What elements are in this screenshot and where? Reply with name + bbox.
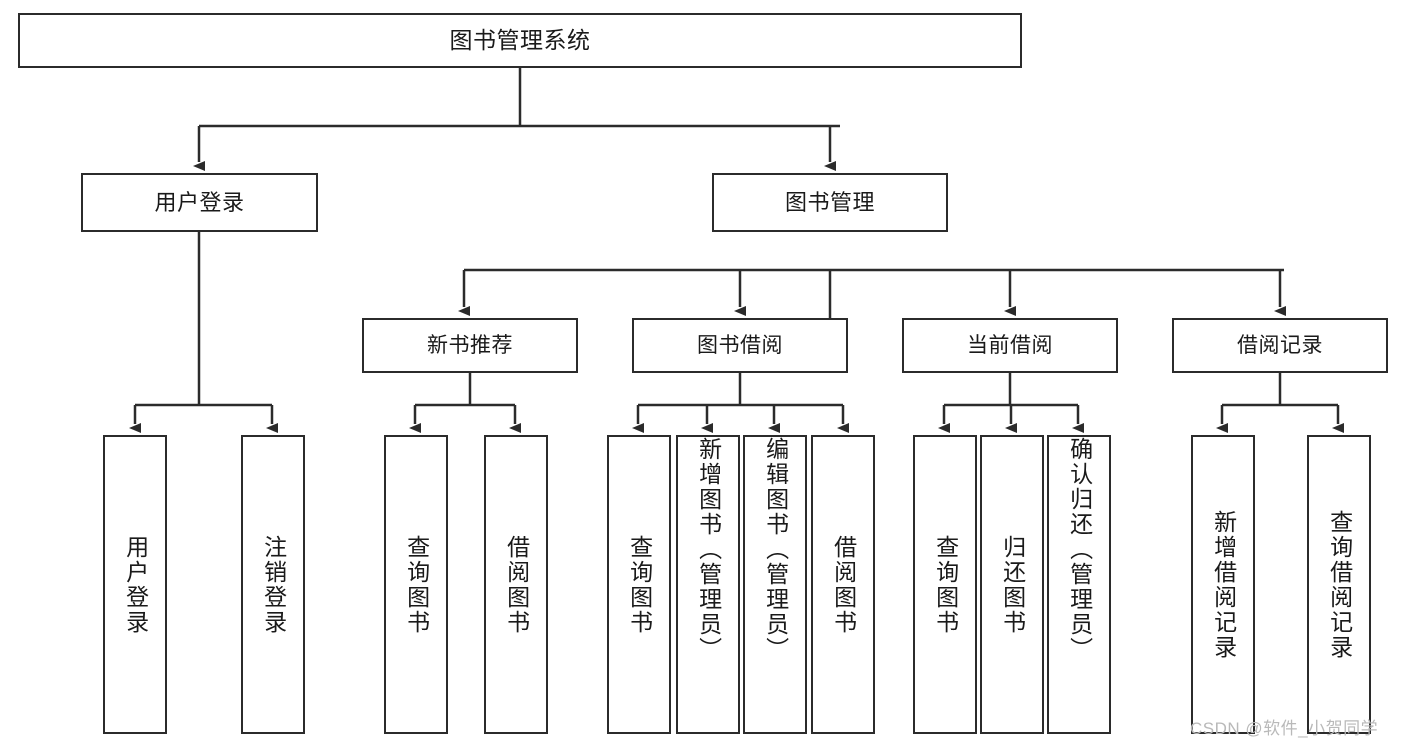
node-label: 当前借阅: [967, 334, 1053, 357]
node-new-book-recommend[interactable]: 新书推荐: [362, 318, 578, 373]
leaf-borrow-record-add-record[interactable]: 新增借阅记录: [1191, 435, 1255, 734]
node-current-borrow[interactable]: 当前借阅: [902, 318, 1118, 373]
leaf-current-borrow-query-book[interactable]: 查询图书: [913, 435, 977, 734]
node-borrow-record[interactable]: 借阅记录: [1172, 318, 1388, 373]
node-root-book-management-system[interactable]: 图书管理系统: [18, 13, 1022, 68]
node-label: 新增借阅记录: [1210, 509, 1237, 660]
node-label: 确认归还（管理员）: [1066, 437, 1093, 662]
leaf-book-borrow-edit-book-admin[interactable]: 编辑图书（管理员）: [743, 435, 807, 734]
node-label: 查询借阅记录: [1326, 509, 1353, 660]
node-label: 查询图书: [403, 534, 430, 635]
leaf-book-borrow-borrow-book[interactable]: 借阅图书: [811, 435, 875, 734]
leaf-current-borrow-confirm-return-admin[interactable]: 确认归还（管理员）: [1047, 435, 1111, 734]
node-label: 新书推荐: [427, 334, 513, 357]
node-book-borrow[interactable]: 图书借阅: [632, 318, 848, 373]
node-label: 新增图书（管理员）: [695, 437, 722, 662]
node-book-management[interactable]: 图书管理: [712, 173, 948, 232]
node-label: 图书管理: [784, 189, 875, 215]
leaf-new-book-borrow-book[interactable]: 借阅图书: [484, 435, 548, 734]
node-label: 编辑图书（管理员）: [762, 437, 789, 662]
csdn-watermark: CSDN @软件_小贺同学: [1190, 719, 1379, 738]
leaf-new-book-query-book[interactable]: 查询图书: [384, 435, 448, 734]
node-label: 图书管理系统: [449, 27, 591, 53]
leaf-user-login-login[interactable]: 用户登录: [103, 435, 167, 734]
node-label: 用户登录: [122, 534, 149, 635]
node-label: 归还图书: [999, 534, 1026, 635]
leaf-book-borrow-query-book[interactable]: 查询图书: [607, 435, 671, 734]
node-label: 注销登录: [260, 534, 287, 635]
leaf-current-borrow-return-book[interactable]: 归还图书: [980, 435, 1044, 734]
node-label: 借阅记录: [1237, 334, 1323, 357]
node-label: 图书借阅: [697, 334, 783, 357]
node-label: 借阅图书: [830, 534, 857, 635]
node-label: 借阅图书: [503, 534, 530, 635]
node-user-login[interactable]: 用户登录: [81, 173, 318, 232]
node-label: 用户登录: [154, 189, 245, 215]
node-label: 查询图书: [626, 534, 653, 635]
leaf-book-borrow-add-book-admin[interactable]: 新增图书（管理员）: [676, 435, 740, 734]
node-label: 查询图书: [932, 534, 959, 635]
leaf-borrow-record-query-record[interactable]: 查询借阅记录: [1307, 435, 1371, 734]
leaf-user-login-logout[interactable]: 注销登录: [241, 435, 305, 734]
